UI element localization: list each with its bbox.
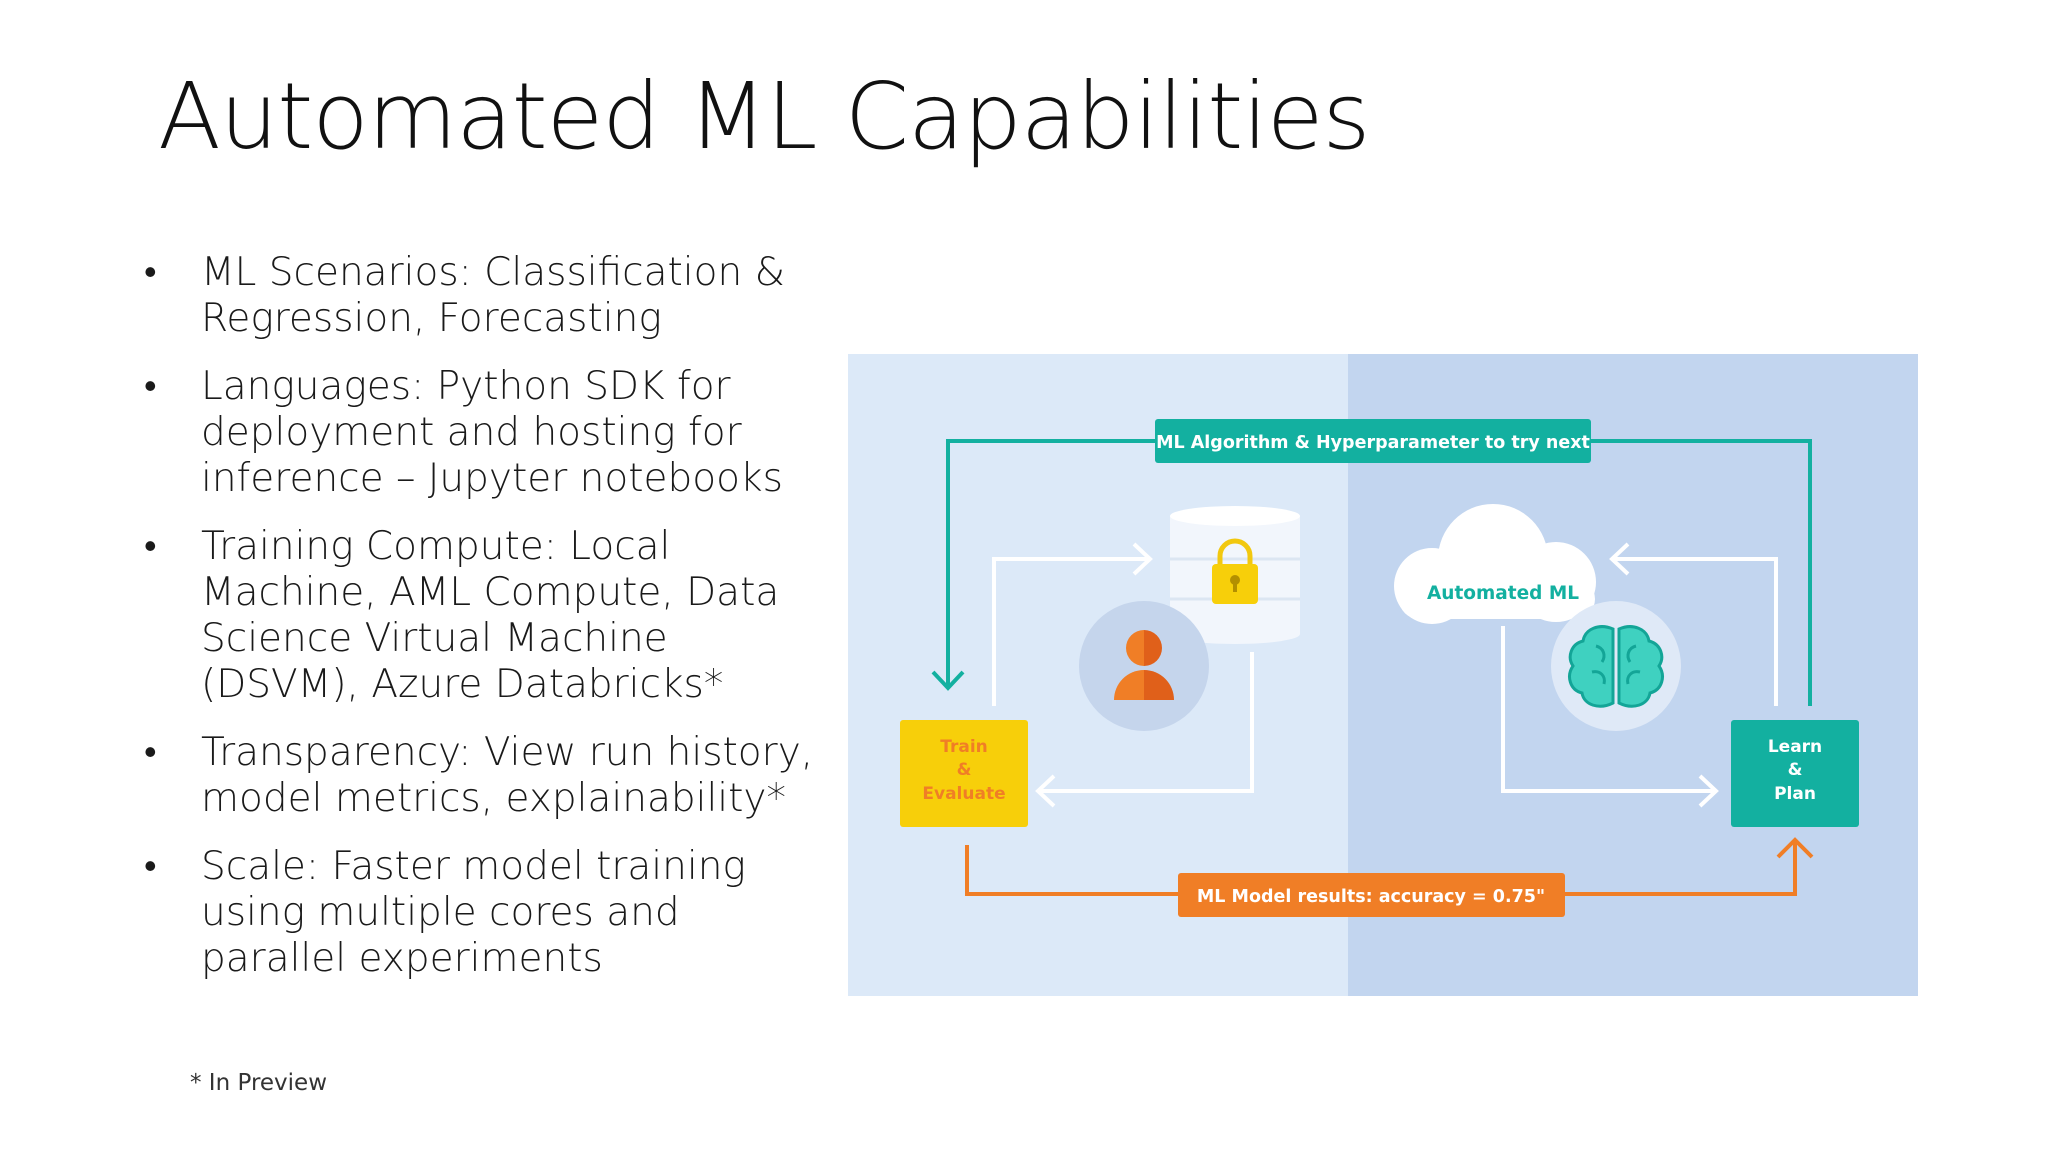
learn-box-line1: Learn xyxy=(1768,737,1822,757)
brain-icon xyxy=(1551,601,1681,731)
automl-diagram: ML Algorithm & Hyperparameter to try nex… xyxy=(848,354,1918,996)
bottom-label-pill xyxy=(1178,873,1565,917)
train-box-line2: & xyxy=(957,760,972,780)
bullet-marker: • xyxy=(144,732,157,773)
bullet-text: Transparency: View run history, model me… xyxy=(201,730,814,821)
bullet-item: • Training Compute: Local Machine, AML Co… xyxy=(138,524,818,708)
bullet-text: ML Scenarios: Classification & Regressio… xyxy=(201,250,786,341)
bottom-loop-arrow xyxy=(965,837,1814,896)
user-icon xyxy=(1079,601,1209,731)
bullet-text: Training Compute: Local Machine, AML Com… xyxy=(201,524,780,707)
learn-box-line2: & xyxy=(1788,760,1803,780)
bullet-text: Languages: Python SDK for deployment and… xyxy=(201,364,783,501)
train-box-line3: Evaluate xyxy=(922,784,1005,804)
bullet-item: • Transparency: View run history, model m… xyxy=(138,730,818,822)
train-evaluate-box xyxy=(900,720,1028,827)
bullet-marker: • xyxy=(144,252,157,293)
slide-title: Automated ML Capabilities xyxy=(158,63,1370,170)
cloud-label: Automated ML xyxy=(1427,583,1579,604)
right-white-arrows xyxy=(1501,542,1778,808)
top-label-pill xyxy=(1155,419,1591,463)
database-lock-icon xyxy=(1170,506,1300,644)
bullet-marker: • xyxy=(144,366,157,407)
bullet-marker: • xyxy=(144,526,157,567)
bullet-text: Scale: Faster model training using multi… xyxy=(201,844,746,981)
footnote: * In Preview xyxy=(190,1070,328,1096)
bullet-marker: • xyxy=(144,846,157,887)
bullet-item: • Languages: Python SDK for deployment an… xyxy=(138,364,818,502)
bottom-label-text: ML Model results: accuracy = 0.75" xyxy=(1197,887,1545,907)
top-loop-arrow xyxy=(931,439,1812,706)
bullet-item: • Scale: Faster model training using mult… xyxy=(138,844,818,982)
top-label-text: ML Algorithm & Hyperparameter to try nex… xyxy=(1156,433,1590,453)
bullet-item: • ML Scenarios: Classification & Regressi… xyxy=(138,250,818,342)
learn-plan-box xyxy=(1731,720,1859,827)
cloud-icon xyxy=(1394,504,1596,624)
train-box-line1: Train xyxy=(940,737,988,757)
learn-box-line3: Plan xyxy=(1774,784,1816,804)
left-white-arrows xyxy=(992,542,1254,808)
bullet-list: • ML Scenarios: Classification & Regressi… xyxy=(138,250,818,1004)
